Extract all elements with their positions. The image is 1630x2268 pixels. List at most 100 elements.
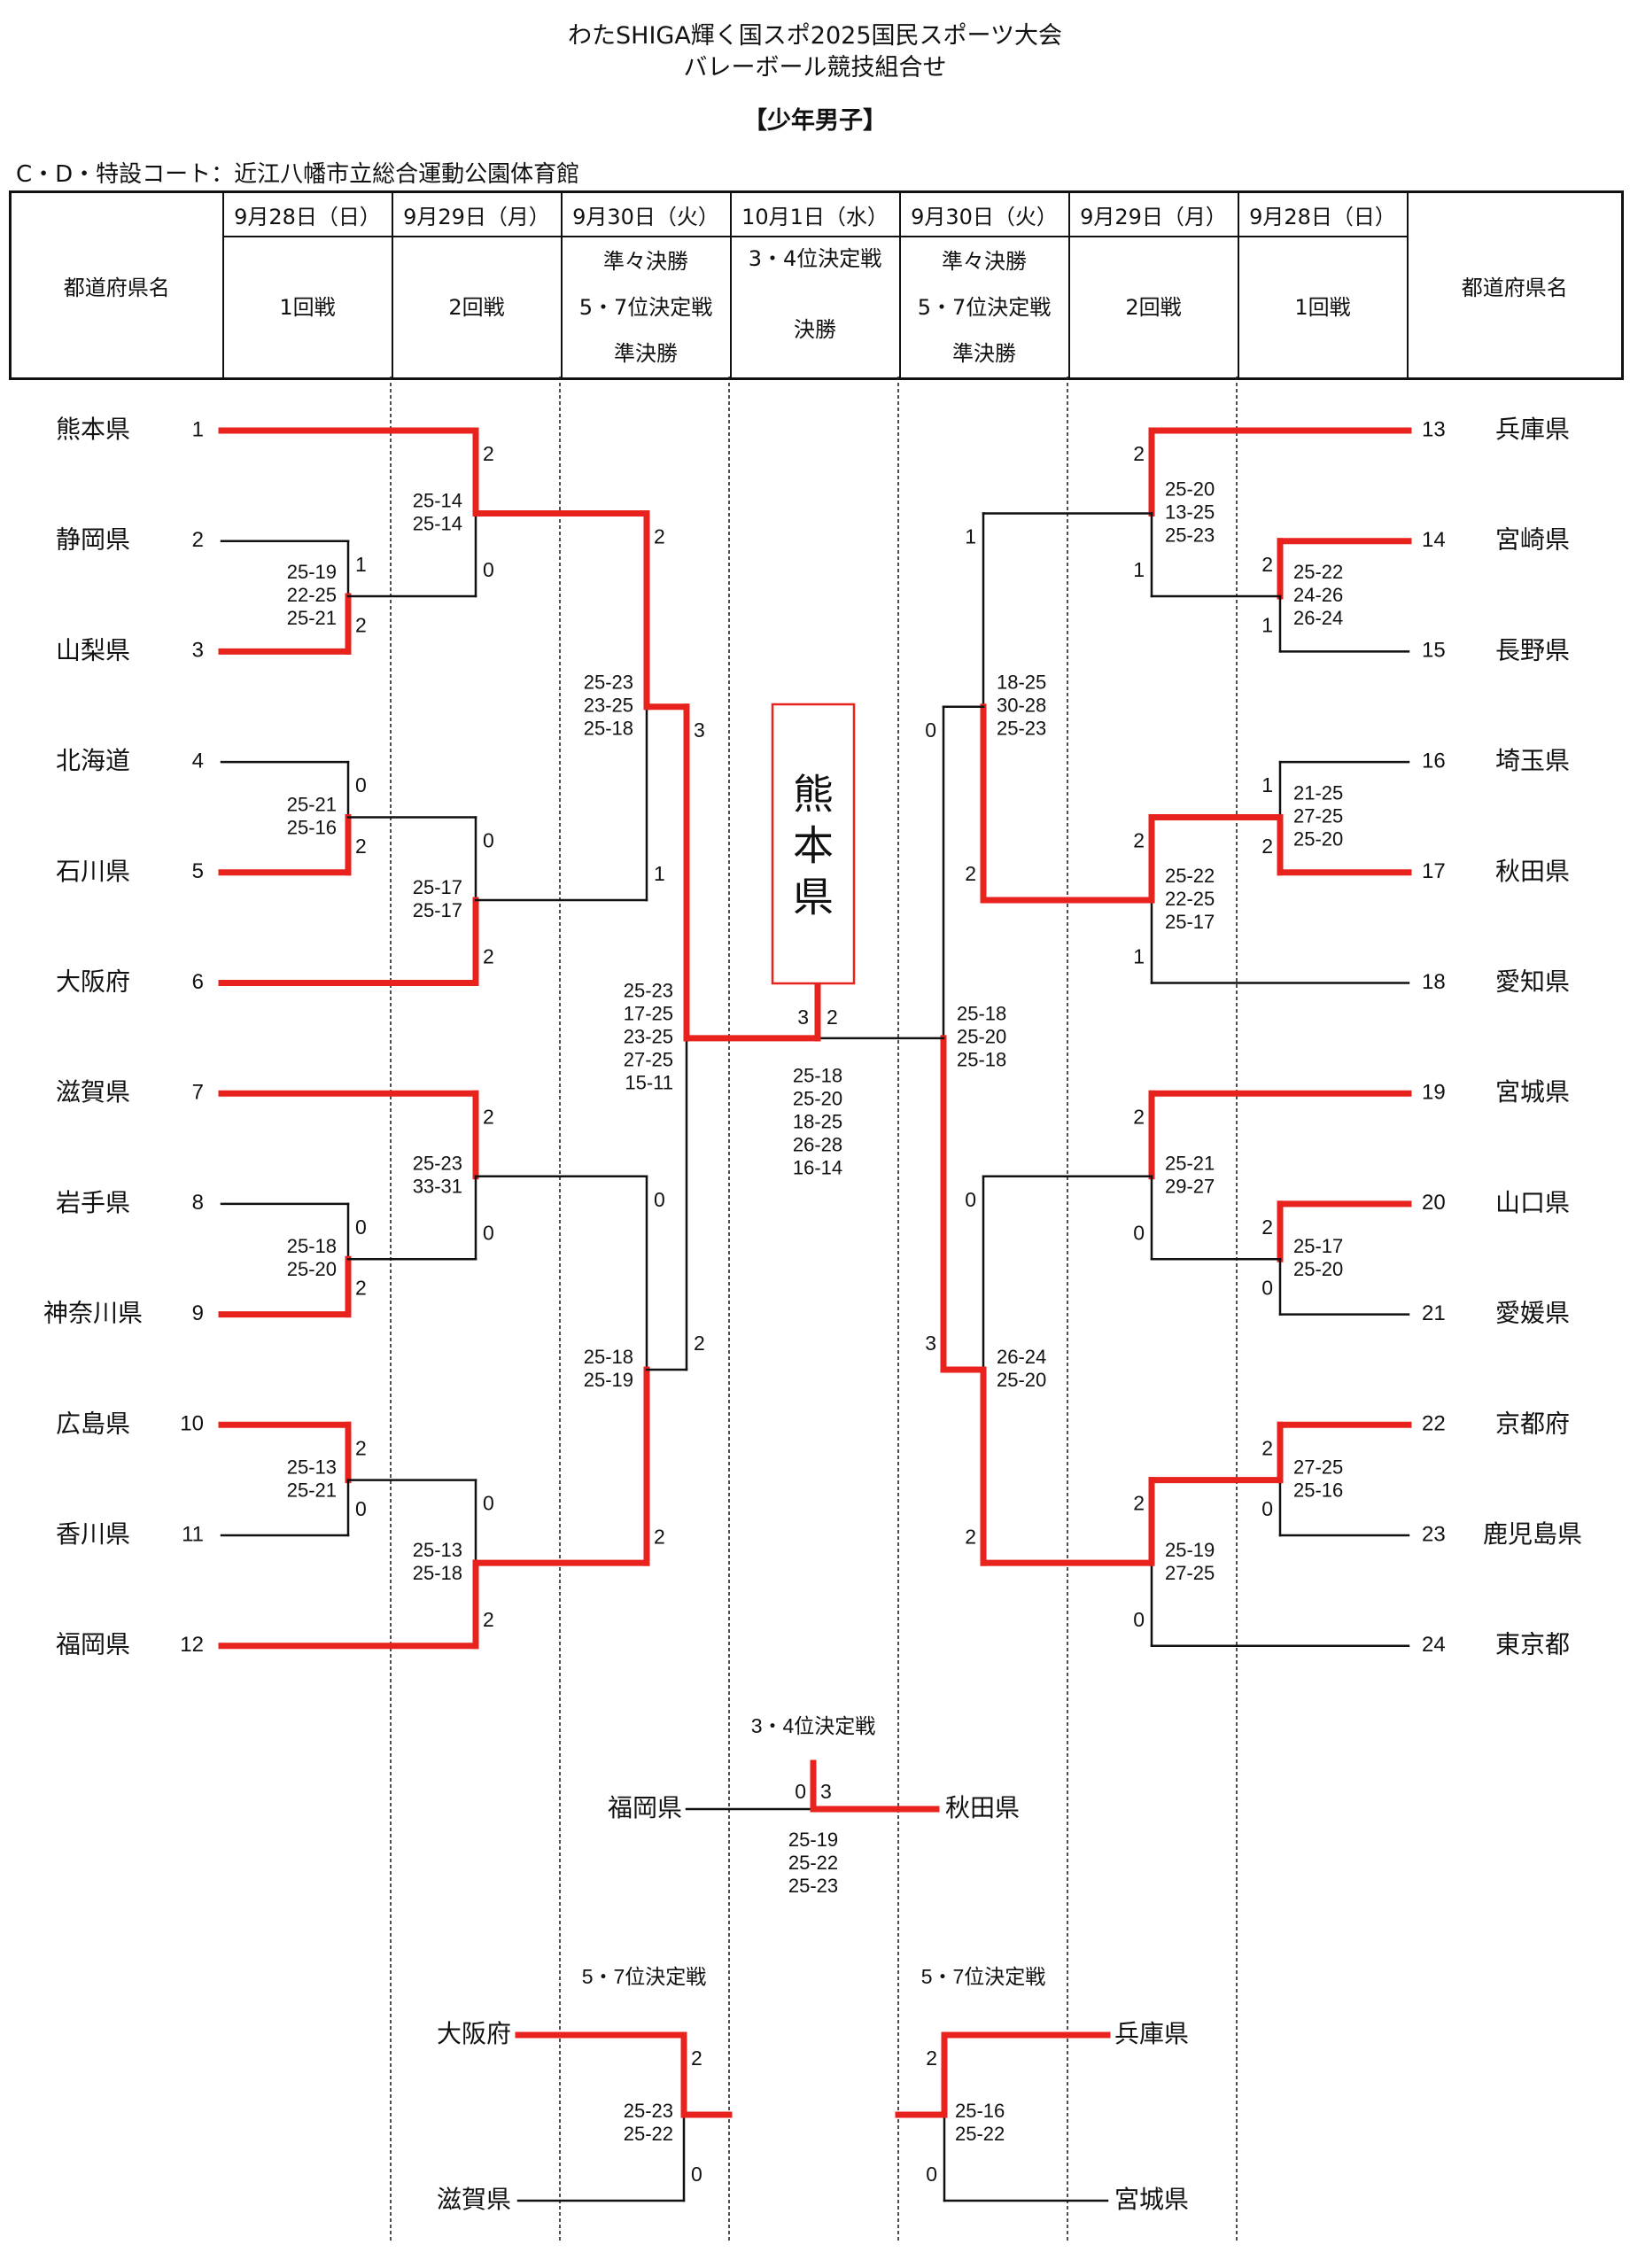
team-name-left: 滋賀県 [56,1077,130,1107]
fifth-place-score: 0 [691,2163,702,2186]
match-score: 2 [1261,553,1273,576]
champion-box [771,703,856,985]
team-seed: 16 [1422,749,1446,773]
match-score: 0 [355,1216,367,1239]
fifth-place-label: 5・7位決定戦 [582,1965,707,1988]
header-round: 1回戦 [1237,236,1409,380]
team-seed: 22 [1422,1412,1446,1436]
team-name-right: 秋田県 [1495,857,1570,886]
team-seed: 4 [192,749,204,773]
set-score: 25-19 [287,561,337,583]
match-score: 2 [355,1277,367,1300]
set-score: 25-23 [584,672,633,694]
third-place-team-right: 秋田県 [945,1793,1020,1822]
team-seed: 3 [192,639,204,663]
match-score: 2 [654,525,665,548]
set-score: 25-19 [584,1369,633,1391]
set-score: 26-28 [793,1134,842,1156]
team-name-left: 香川県 [56,1519,130,1549]
set-score: 25-20 [1293,1258,1343,1280]
match-score: 1 [1133,558,1145,581]
match-score: 2 [483,442,494,465]
team-seed: 8 [192,1191,204,1215]
team-name-right: 宮城県 [1495,1077,1570,1107]
header-pref-right: 都道府県名 [1406,190,1624,380]
header-round: 1回戦 [221,236,393,380]
team-seed: 20 [1422,1191,1446,1215]
event-subtitle: バレーボール競技組合せ [683,54,947,82]
team-seed: 1 [192,417,204,441]
match-score: 0 [965,1188,976,1211]
match-score: 2 [1261,1216,1273,1239]
match-score: 0 [483,1221,494,1244]
set-score: 21-25 [1293,781,1343,804]
team-seed: 19 [1422,1081,1446,1105]
set-score: 23-25 [584,695,633,717]
header-date: 9月30日（火） [560,190,732,237]
set-score: 22-25 [287,584,337,606]
set-score: 15-11 [625,1072,673,1094]
team-name-right: 山口県 [1495,1188,1570,1217]
set-score: 25-23 [997,718,1046,740]
set-score: 16-14 [793,1157,842,1179]
set-score: 25-22 [955,2123,1005,2145]
fifth-place-score: 0 [926,2163,937,2186]
set-score: 27-25 [1165,1562,1215,1584]
fifth-place-team: 滋賀県 [437,2185,511,2214]
set-score: 25-18 [793,1065,842,1087]
match-score: 1 [965,525,976,548]
set-score: 27-25 [1293,1456,1343,1478]
set-score: 25-23 [624,980,673,1002]
header-date: 9月28日（日） [221,190,393,237]
match-score: 2 [483,1608,494,1631]
set-score: 18-25 [997,672,1046,694]
match-score: 2 [965,1525,976,1548]
team-seed: 6 [192,970,204,994]
match-score: 2 [1133,1105,1145,1128]
set-score: 25-19 [788,1829,838,1851]
header-date: 9月28日（日） [1237,190,1409,237]
team-name-left: 山梨県 [56,635,130,664]
final-score: 2 [827,1006,838,1029]
set-score: 23-25 [624,1026,673,1048]
match-score: 2 [355,1436,367,1459]
team-name-right: 埼玉県 [1495,746,1570,775]
set-score: 33-31 [413,1176,462,1198]
header-round: 2回戦 [391,236,563,380]
set-score: 25-21 [1165,1153,1215,1175]
match-score: 2 [483,945,494,968]
set-score: 25-14 [413,489,462,511]
match-score: 1 [355,553,367,576]
match-score: 0 [355,1497,367,1520]
set-score: 27-25 [1293,804,1343,827]
tournament-title: わたSHIGA輝く国スポ2025国民スポーツ大会 [568,22,1062,50]
team-seed: 24 [1422,1633,1446,1657]
team-name-left: 石川県 [56,857,130,886]
match-score: 0 [654,1188,665,1211]
team-name-left: 北海道 [56,746,130,775]
team-seed: 9 [192,1301,204,1325]
team-seed: 15 [1422,639,1446,663]
team-name-left: 福岡県 [56,1630,130,1659]
header-date: 10月1日（水） [729,190,901,237]
fifth-place-score: 2 [691,2047,702,2070]
fifth-place-team: 宮城県 [1114,2185,1189,2214]
match-score: 1 [1133,945,1145,968]
champion-name: 本 [793,822,834,870]
set-score: 25-13 [413,1539,462,1561]
set-score: 30-28 [997,695,1046,717]
team-name-left: 岩手県 [56,1188,130,1217]
fifth-place-team: 大阪府 [437,2019,511,2048]
match-score: 0 [1133,1221,1145,1244]
match-score: 2 [1133,1492,1145,1515]
schedule-header-table: 都道府県名 9月28日（日） 9月29日（月） 9月30日（火） 10月1日（水… [9,190,1624,380]
third-place-label: 3・4位決定戦 [751,1714,876,1737]
team-name-right: 宮崎県 [1495,525,1570,555]
set-score: 17-25 [624,1003,673,1025]
fifth-place-label: 5・7位決定戦 [921,1965,1046,1988]
match-score: 2 [654,1525,665,1548]
set-score: 25-19 [1165,1539,1215,1561]
fifth-place-score: 2 [926,2047,937,2070]
set-score: 25-18 [957,1003,1006,1025]
header-date: 9月29日（月） [391,190,563,237]
